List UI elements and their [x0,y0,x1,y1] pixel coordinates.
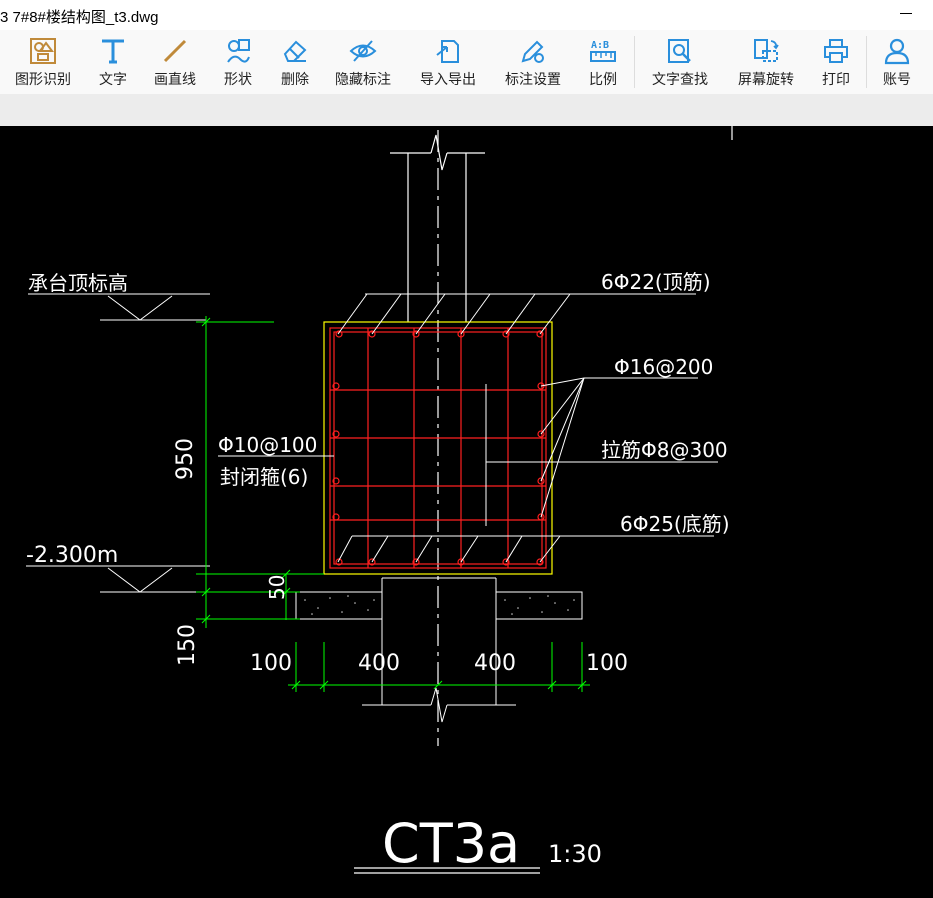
toolbar-label: 文字 [99,71,127,87]
toolbar-separator [634,36,635,88]
shape-icon [227,39,250,63]
bottom-rebar-leader [337,535,714,563]
dim-400-left: 400 [358,651,400,676]
dim-100-right: 100 [586,651,628,676]
dim-100-left: 100 [250,651,292,676]
scale-icon: A:B [590,40,616,62]
shape-button[interactable]: 形状 [213,30,263,94]
label-side-rebar: Φ16@200 [614,355,713,379]
toolbar-label: 比例 [589,71,617,87]
toolbar-label: 形状 [224,71,252,87]
toolbar-label: 画直线 [154,71,196,87]
label-top-elevation: 承台顶标高 [28,271,128,295]
text-button[interactable]: 文字 [88,30,138,94]
toolbar-label: 图形识别 [15,71,71,87]
title-bar: 3 7#8#楼结构图_t3.dwg [0,0,933,30]
elevation-marker-bottom [26,565,210,593]
toolbar-label: 删除 [281,71,309,87]
toolbar-label: 导入导出 [420,71,476,87]
pile-cap-outline [323,321,553,575]
drawing-canvas[interactable]: 承台顶标高 -2.300m 6Φ22(顶筋) Φ16@200 拉筋Φ8@300 … [0,126,933,898]
annotation-settings-icon [521,40,544,63]
foundation-base [295,577,583,723]
eye-hidden-icon [349,40,377,62]
account-button[interactable]: 账号 [873,30,921,94]
printer-icon [824,39,848,63]
scale-label: 1:30 [548,840,602,868]
rebar-stirrups [329,327,547,569]
toolbar-label: 标注设置 [505,71,561,87]
side-rebar-leader [218,377,718,526]
minimize-button[interactable] [896,0,924,28]
toolbar: 图形识别 文字 画直线 形状 删除 [0,30,933,94]
label-bottom-elevation: -2.300m [26,543,118,568]
draw-line-button[interactable]: 画直线 [145,30,205,94]
cushion-hatch [304,595,575,615]
dim-150: 150 [175,624,200,666]
title-underline [354,867,540,874]
toolbar-strip [0,94,933,126]
toolbar-label: 文字查找 [652,71,708,87]
label-stirrup-type: 封闭箍(6) [220,465,308,489]
text-icon [102,39,124,64]
import-export-button[interactable]: 导入导出 [413,30,483,94]
shape-recognize-icon [30,38,56,64]
scale-button[interactable]: A:B 比例 [578,30,628,94]
label-tie-rebar: 拉筋Φ8@300 [601,438,728,462]
hide-annotation-button[interactable]: 隐藏标注 [330,30,396,94]
text-search-button[interactable]: 文字查找 [644,30,716,94]
dimension-horizontal [288,642,590,692]
delete-button[interactable]: 删除 [270,30,320,94]
user-icon [884,38,910,65]
toolbar-label: 隐藏标注 [335,71,391,87]
screen-rotate-icon [754,39,779,62]
dimension-vertical [196,316,324,628]
top-rebar-leader [337,293,696,335]
label-stirrup-spec: Φ10@100 [218,433,317,457]
print-button[interactable]: 打印 [812,30,860,94]
shape-recognize-button[interactable]: 图形识别 [8,30,78,94]
line-icon [163,39,187,63]
toolbar-label: 屏幕旋转 [738,71,794,87]
text-search-icon [668,39,691,63]
dim-400-right: 400 [474,651,516,676]
window-title: 3 7#8#楼结构图_t3.dwg [0,9,159,26]
dim-50: 50 [265,575,289,600]
toolbar-separator [866,36,867,88]
import-export-icon [436,40,459,63]
annotation-settings-button[interactable]: 标注设置 [498,30,568,94]
elevation-marker-top [28,293,210,321]
label-top-rebar: 6Φ22(顶筋) [601,270,711,294]
svg-text:A:B: A:B [591,40,609,51]
eraser-icon [283,40,307,62]
toolbar-label: 账号 [883,71,911,87]
label-bottom-rebar: 6Φ25(底筋) [620,512,730,536]
toolbar-label: 打印 [822,71,850,87]
section-title: CT3a [382,812,520,875]
screen-rotate-button[interactable]: 屏幕旋转 [730,30,802,94]
dim-950: 950 [173,438,198,480]
